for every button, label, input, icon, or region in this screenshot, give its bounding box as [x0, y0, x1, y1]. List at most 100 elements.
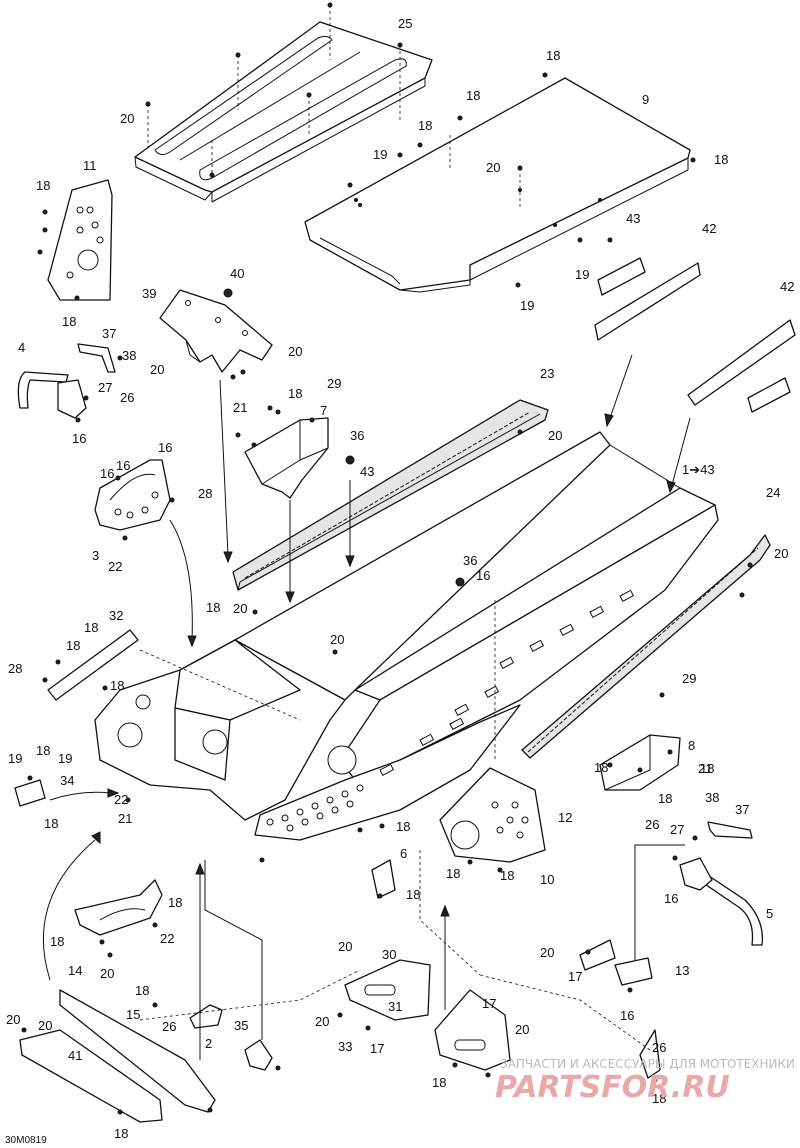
callout-32-label: 32 [109, 608, 123, 623]
callout-24-label: 24 [766, 485, 780, 500]
part-32-bar [47, 629, 139, 701]
part-23-rail [232, 399, 549, 591]
callout-18-label: 18 [700, 761, 714, 776]
callout-20-label: 20 [233, 601, 247, 616]
part-8-bracket [599, 734, 681, 791]
callout-13-label: 13 [675, 963, 689, 978]
callout-16-label: 16 [72, 431, 86, 446]
callout-19-label: 19 [373, 147, 387, 162]
arrowhead-up-center [195, 862, 205, 875]
callout-18-label: 18 [658, 791, 672, 806]
callout-18-label: 18 [432, 1075, 446, 1090]
callout-12-label: 12 [558, 810, 572, 825]
callout-18-label: 18 [66, 638, 80, 653]
arrowhead-34 [107, 788, 120, 798]
callout-17-label: 17 [568, 969, 582, 984]
part-5-handle [679, 857, 764, 946]
callout-14-label: 14 [68, 963, 82, 978]
callout-18-label: 18 [84, 620, 98, 635]
callout-17-label: 17 [482, 996, 496, 1011]
callout-16-label: 16 [476, 568, 490, 583]
callout-2-label: 2 [205, 1036, 212, 1051]
callout-16-label: 16 [100, 466, 114, 481]
callout-26-label: 26 [120, 390, 134, 405]
callout-25-label: 25 [398, 16, 412, 31]
callout-20-label: 20 [288, 344, 302, 359]
callout-18-label: 18 [396, 819, 410, 834]
callout-18-label: 18 [206, 600, 220, 615]
callout-29-label: 29 [682, 671, 696, 686]
callout-18-label: 18 [36, 178, 50, 193]
callout-34-label: 34 [60, 773, 74, 788]
callout-18-label: 18 [44, 816, 58, 831]
part-25-top-plate [134, 21, 433, 203]
callout-22-label: 22 [108, 559, 122, 574]
watermark-tagline: ЗАПЧАСТИ И АКСЕССУАРЫ ДЛЯ МОТОТЕХНИКИ [500, 1057, 795, 1071]
callout-16-label: 16 [158, 440, 172, 455]
callout-18-label: 18 [500, 868, 514, 883]
callout-26-label: 26 [652, 1040, 666, 1055]
callout-18-label: 18 [36, 743, 50, 758]
arrow-39 [219, 379, 229, 556]
part-10-plate [74, 879, 163, 936]
callout-18-label: 18 [114, 1126, 128, 1141]
part-34-bracket [14, 779, 46, 807]
callout-20-label: 20 [315, 1014, 329, 1029]
part-9-plate [304, 77, 691, 293]
arrow-42a [609, 354, 633, 419]
part-37-strap [77, 343, 116, 373]
callout-18-label: 18 [288, 386, 302, 401]
part-33-bracket [244, 1039, 273, 1071]
callout-29-label: 29 [327, 376, 341, 391]
callout-18-label: 18 [714, 152, 728, 167]
arrow-34 [49, 791, 111, 801]
part-30-bracket [579, 939, 616, 971]
arrowhead-39 [223, 551, 233, 564]
callout-6-label: 6 [400, 846, 407, 861]
callout-18-label: 18 [446, 866, 460, 881]
callout-26-label: 26 [162, 1019, 176, 1034]
callout-21-label: 21 [698, 761, 712, 776]
callout-18-label: 18 [546, 48, 560, 63]
callout-8-label: 8 [688, 738, 695, 753]
part-35-rail [19, 1029, 163, 1123]
callout-37-label: 37 [102, 326, 116, 341]
part-12-plate [439, 767, 546, 863]
callout-16-label: 16 [116, 458, 130, 473]
callout-42-label: 42 [702, 221, 716, 236]
lead-41 [479, 974, 651, 1051]
tunnel-slots [379, 589, 635, 776]
part-15-plate [434, 989, 511, 1071]
callout-20-label: 20 [774, 546, 788, 561]
callout-36-label: 36 [350, 428, 364, 443]
lead-floor [139, 649, 301, 721]
callout-5-label: 5 [766, 906, 773, 921]
callout-18-label: 18 [168, 895, 182, 910]
part-31-bracket [614, 957, 653, 986]
callout-18-label: 18 [62, 314, 76, 329]
part-3-plate [94, 459, 171, 531]
callout-18-label: 18 [110, 678, 124, 693]
part-39-bracket [159, 288, 273, 373]
arrowhead-7 [285, 591, 295, 604]
arrowhead-36 [345, 555, 355, 568]
floor-holes [266, 784, 364, 832]
callout-40-label: 40 [230, 266, 244, 281]
callout-3-label: 3 [92, 548, 99, 563]
callout-18-label: 18 [135, 983, 149, 998]
callout-28-label: 28 [198, 486, 212, 501]
callout-38-label: 38 [705, 790, 719, 805]
callout-16-label: 16 [620, 1008, 634, 1023]
arrow-10 [43, 839, 96, 981]
arrow-up-33 [204, 860, 263, 1040]
part-42-strip-right [687, 319, 796, 406]
callout-27-label: 27 [670, 822, 684, 837]
callout-20-label: 20 [515, 1022, 529, 1037]
part-7-bracket [244, 417, 329, 499]
callout-19-label: 19 [520, 298, 534, 313]
watermark-brand: PARTSFOR.RU [495, 1070, 730, 1105]
callout-21-label: 21 [118, 811, 132, 826]
callout-26-label: 26 [645, 817, 659, 832]
arrow-3 [169, 519, 193, 641]
